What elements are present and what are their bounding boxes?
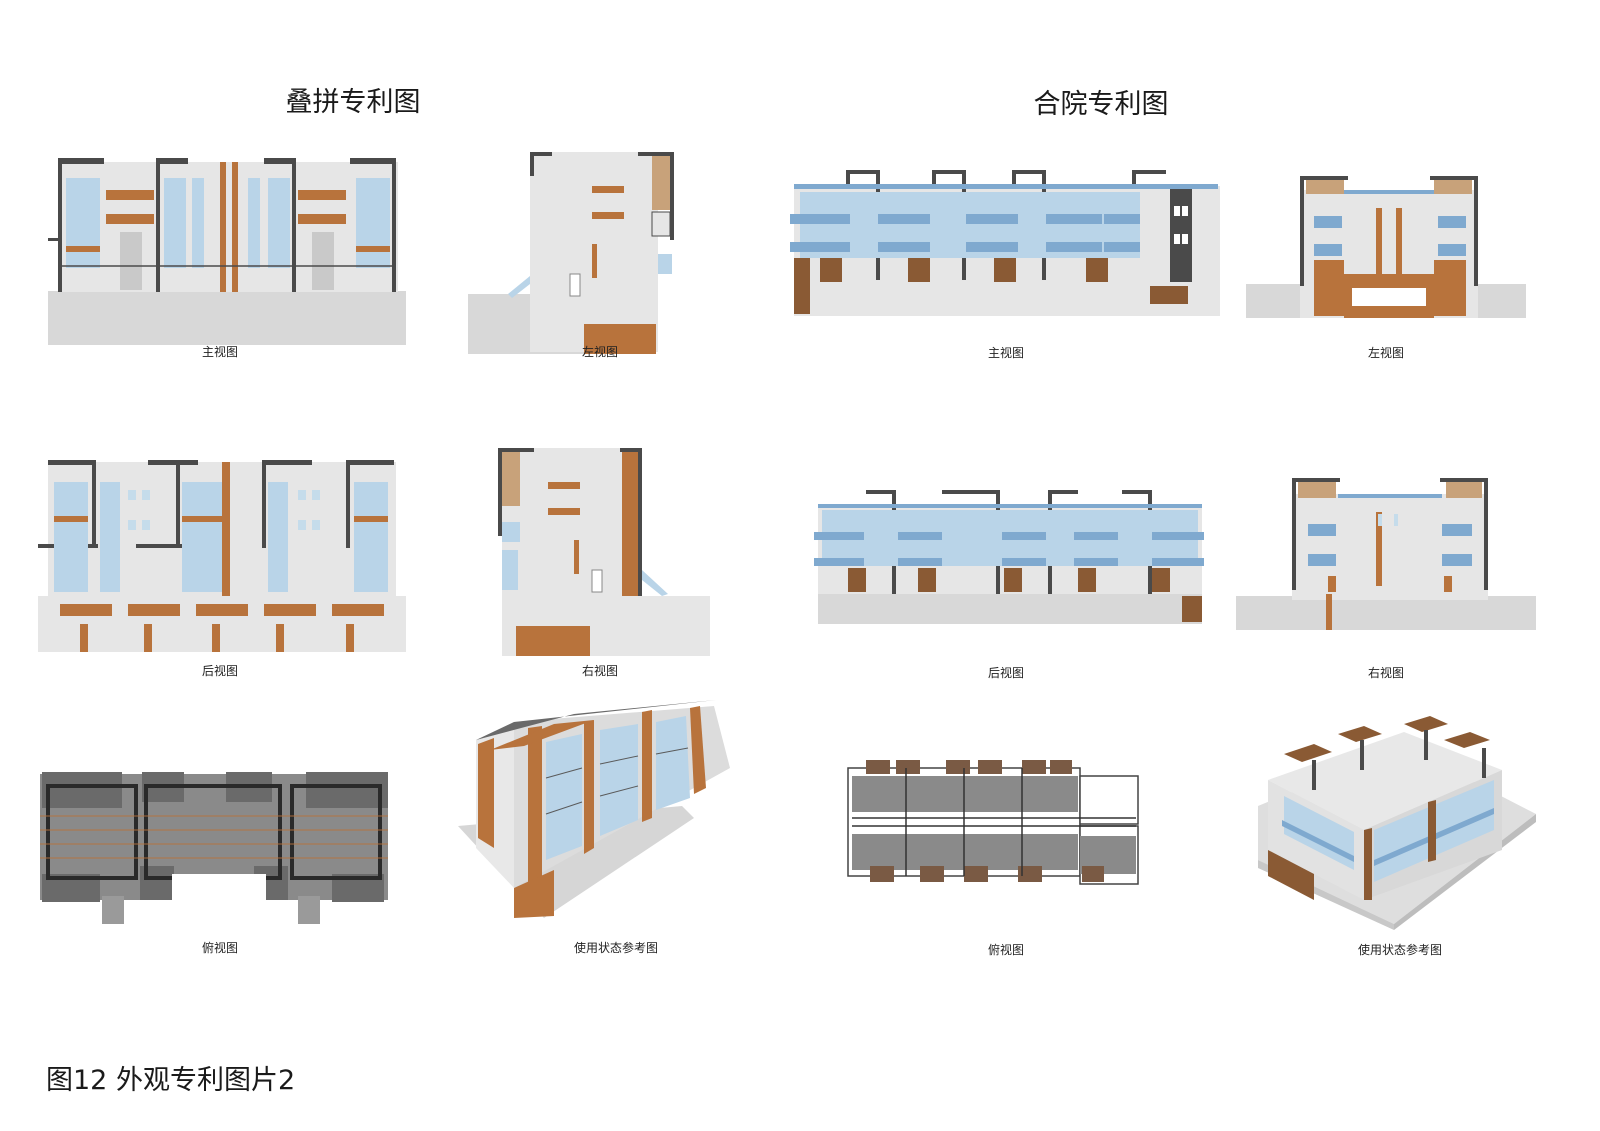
courtyard-left-view-drawing xyxy=(1244,174,1528,320)
stacked-perspective-drawing xyxy=(454,698,736,924)
stacked-right-view-drawing xyxy=(496,446,712,658)
courtyard-right-view-drawing xyxy=(1234,476,1538,632)
section-title-courtyard: 合院专利图 xyxy=(1033,89,1169,120)
courtyard-back-view-label: 后视图 xyxy=(987,666,1025,680)
courtyard-right-view-label: 右视图 xyxy=(1367,666,1405,680)
stacked-perspective-label: 使用状态参考图 xyxy=(573,941,659,955)
stacked-top-view-label: 俯视图 xyxy=(201,941,239,955)
stacked-right-view-label: 右视图 xyxy=(581,664,619,678)
section-title-stacked: 叠拼专利图 xyxy=(285,87,421,118)
courtyard-perspective-drawing xyxy=(1254,710,1540,930)
stacked-front-view-drawing xyxy=(44,156,410,346)
courtyard-left-view-label: 左视图 xyxy=(1367,346,1405,360)
stacked-top-view-drawing xyxy=(36,766,392,926)
courtyard-top-view-drawing xyxy=(846,756,1142,888)
stacked-left-view-drawing xyxy=(466,150,678,356)
courtyard-front-view-drawing xyxy=(790,166,1226,320)
courtyard-perspective-label: 使用状态参考图 xyxy=(1357,943,1443,957)
courtyard-back-view-drawing xyxy=(812,488,1208,626)
courtyard-front-view-label: 主视图 xyxy=(987,346,1025,360)
stacked-back-view-drawing xyxy=(36,458,408,654)
stacked-left-view-label: 左视图 xyxy=(581,345,619,359)
stacked-front-view-label: 主视图 xyxy=(201,345,239,359)
stacked-back-view-label: 后视图 xyxy=(201,664,239,678)
figure-caption: 图12 外观专利图片2 xyxy=(46,1065,296,1096)
courtyard-top-view-label: 俯视图 xyxy=(987,943,1025,957)
